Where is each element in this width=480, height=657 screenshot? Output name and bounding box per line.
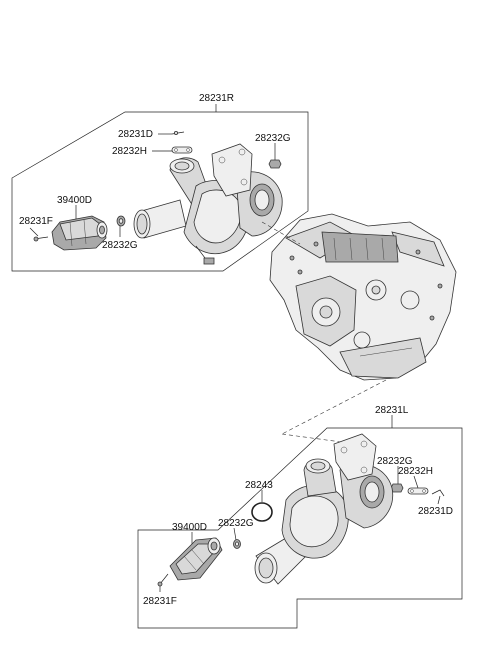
lower-assembly-frame <box>137 427 463 629</box>
bolt-28231F-upper <box>33 236 49 242</box>
bolt-28231D-right <box>431 489 445 497</box>
actuator-39400D-lower <box>169 537 223 581</box>
label-28243: 28243 <box>245 480 273 491</box>
dashed-leader-upper <box>261 221 301 245</box>
oring-28243 <box>251 502 273 522</box>
label-28232H-right: 28232H <box>398 466 433 477</box>
dashed-leader-lower-a <box>281 379 387 435</box>
bolt-28231F-lower <box>157 573 169 587</box>
nut-28232G-mid <box>233 539 241 549</box>
leader-28231D-right <box>437 495 441 505</box>
turbocharger-28231R <box>133 143 283 265</box>
label-28231F-upper: 28231F <box>19 216 53 227</box>
gasket-28232H-upper <box>171 146 193 154</box>
nut-28232G-lower-upper <box>116 215 126 227</box>
nut-28232G-upper <box>268 159 282 169</box>
label-28232G-lower-upper: 28232G <box>102 240 138 251</box>
label-39400D-upper: 39400D <box>57 195 92 206</box>
label-28231L: 28231L <box>375 405 409 416</box>
label-39400D-lower: 39400D <box>172 522 207 533</box>
actuator-39400D-upper <box>51 215 108 251</box>
engine-block <box>269 213 457 381</box>
label-28231F-lower: 28231F <box>143 596 177 607</box>
leader-28232G-mid <box>233 527 237 541</box>
upper-assembly-frame <box>11 111 309 272</box>
turbocharger-28231L <box>254 433 394 585</box>
label-28231R: 28231R <box>199 93 234 104</box>
label-28232G-upper: 28232G <box>255 133 291 144</box>
bolt-28231D-upper <box>171 130 185 135</box>
label-28232G-mid: 28232G <box>218 518 254 529</box>
label-28231D-right: 28231D <box>418 506 453 517</box>
leader-28232H-right <box>413 475 419 489</box>
label-28231D-upper: 28231D <box>118 129 153 140</box>
label-28232H-upper: 28232H <box>112 146 147 157</box>
dashed-leader-lower-b <box>281 433 357 445</box>
leader-28231F-upper <box>29 227 39 237</box>
label-28232G-right: 28232G <box>377 456 413 467</box>
gasket-28232H-right <box>407 487 429 495</box>
